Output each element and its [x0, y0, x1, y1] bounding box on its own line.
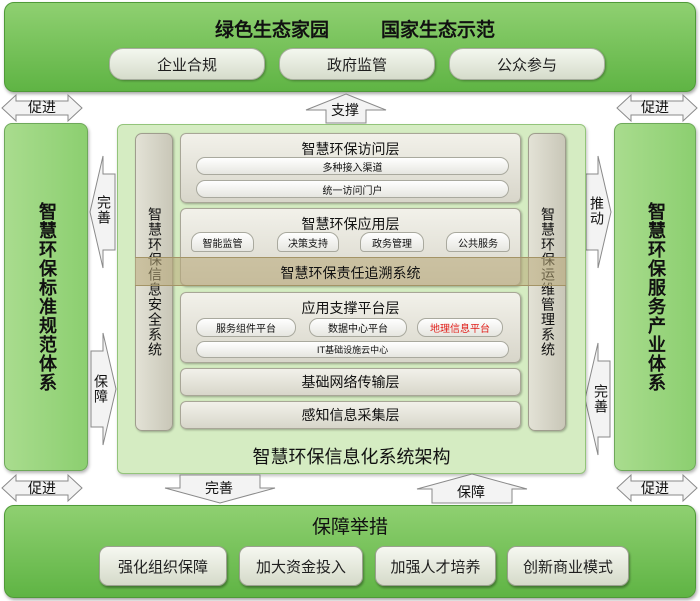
- platform-item-geo-info[interactable]: 地理信息平台: [417, 318, 503, 337]
- improve-arrow-right: [584, 342, 611, 456]
- drive-label-right: 推动: [588, 196, 604, 226]
- bottom-measures-panel: 保障举措 强化组织保障 加大资金投入 加强人才培养 创新商业模式: [4, 505, 696, 598]
- pill-enterprise-compliance[interactable]: 企业合规: [109, 48, 265, 80]
- traceability-band-label: 智慧环保责任追溯系统: [280, 266, 421, 282]
- app-item-smart-supervision[interactable]: 智能监管: [191, 232, 254, 252]
- app-item-public-service[interactable]: 公共服务: [446, 232, 510, 252]
- promote-arrow-top-left: [1, 93, 83, 123]
- support-label: 支撑: [331, 103, 359, 119]
- access-layer-title: 智慧环保访问层: [301, 142, 400, 158]
- pill-government-supervision[interactable]: 政府监管: [279, 48, 435, 80]
- architecture-caption: 智慧环保信息化系统架构: [252, 447, 451, 468]
- app-item-decision-support[interactable]: 决策支持: [277, 232, 339, 252]
- top-vision-panel: 绿色生态家园 国家生态示范 企业合规 政府监管 公众参与: [4, 2, 696, 92]
- guarantee-arrow-left: [90, 332, 117, 446]
- measure-funding[interactable]: 加大资金投入: [239, 546, 363, 586]
- promote-label-top-left: 促进: [28, 100, 56, 116]
- sensing-collection-layer-label: 感知信息采集层: [301, 408, 400, 424]
- promote-arrow-bottom-right: [616, 473, 698, 503]
- improve-label-bottom: 完善: [205, 481, 233, 497]
- improve-label-right: 完善: [592, 384, 608, 414]
- promote-arrow-top-right: [616, 93, 698, 123]
- guarantee-label-bottom: 保障: [457, 485, 485, 501]
- network-transport-layer[interactable]: 基础网络传输层: [180, 368, 521, 396]
- application-layer-title: 智慧环保应用层: [301, 217, 400, 233]
- promote-label-top-right: 促进: [641, 100, 669, 116]
- left-standards-panel: 智慧环保标准规范体系: [4, 123, 88, 471]
- network-transport-layer-label: 基础网络传输层: [301, 375, 400, 391]
- access-portal-item[interactable]: 统一访问门户: [196, 180, 509, 198]
- guarantee-label-left: 保障: [92, 374, 108, 404]
- left-standards-text: 智慧环保标准规范体系: [36, 202, 57, 392]
- promote-label-bottom-left: 促进: [28, 481, 56, 497]
- measures-title: 保障举措: [311, 516, 388, 538]
- app-item-government-admin[interactable]: 政务管理: [360, 232, 424, 252]
- platform-item-service-components[interactable]: 服务组件平台: [196, 318, 296, 337]
- improve-label-left: 完善: [95, 195, 111, 225]
- platform-layer-title: 应用支撑平台层: [301, 301, 400, 317]
- platform-item-data-center[interactable]: 数据中心平台: [309, 318, 407, 337]
- guarantee-arrow-up: [416, 473, 528, 504]
- traceability-band: 智慧环保责任追溯系统: [135, 257, 566, 286]
- vision-title-right: 国家生态示范: [381, 19, 496, 41]
- drive-arrow-right: [585, 155, 612, 269]
- measure-business-model[interactable]: 创新商业模式: [507, 546, 629, 586]
- improve-arrow-left: [89, 155, 116, 269]
- pill-public-participation[interactable]: 公众参与: [449, 48, 605, 80]
- sensing-collection-layer[interactable]: 感知信息采集层: [180, 401, 521, 429]
- measure-talent[interactable]: 加强人才培养: [375, 546, 496, 586]
- right-service-text: 智慧环保服务产业体系: [645, 202, 666, 392]
- vision-title-left: 绿色生态家园: [215, 19, 330, 41]
- promote-arrow-bottom-left: [1, 473, 83, 503]
- promote-label-bottom-right: 促进: [641, 481, 669, 497]
- measure-org-guarantee[interactable]: 强化组织保障: [99, 546, 227, 586]
- access-channel-item[interactable]: 多种接入渠道: [196, 157, 509, 175]
- platform-cloud-center[interactable]: IT基础设施云中心: [196, 341, 509, 358]
- right-service-panel: 智慧环保服务产业体系: [614, 123, 696, 471]
- improve-arrow-down: [164, 474, 276, 504]
- support-arrow-up: [305, 93, 387, 124]
